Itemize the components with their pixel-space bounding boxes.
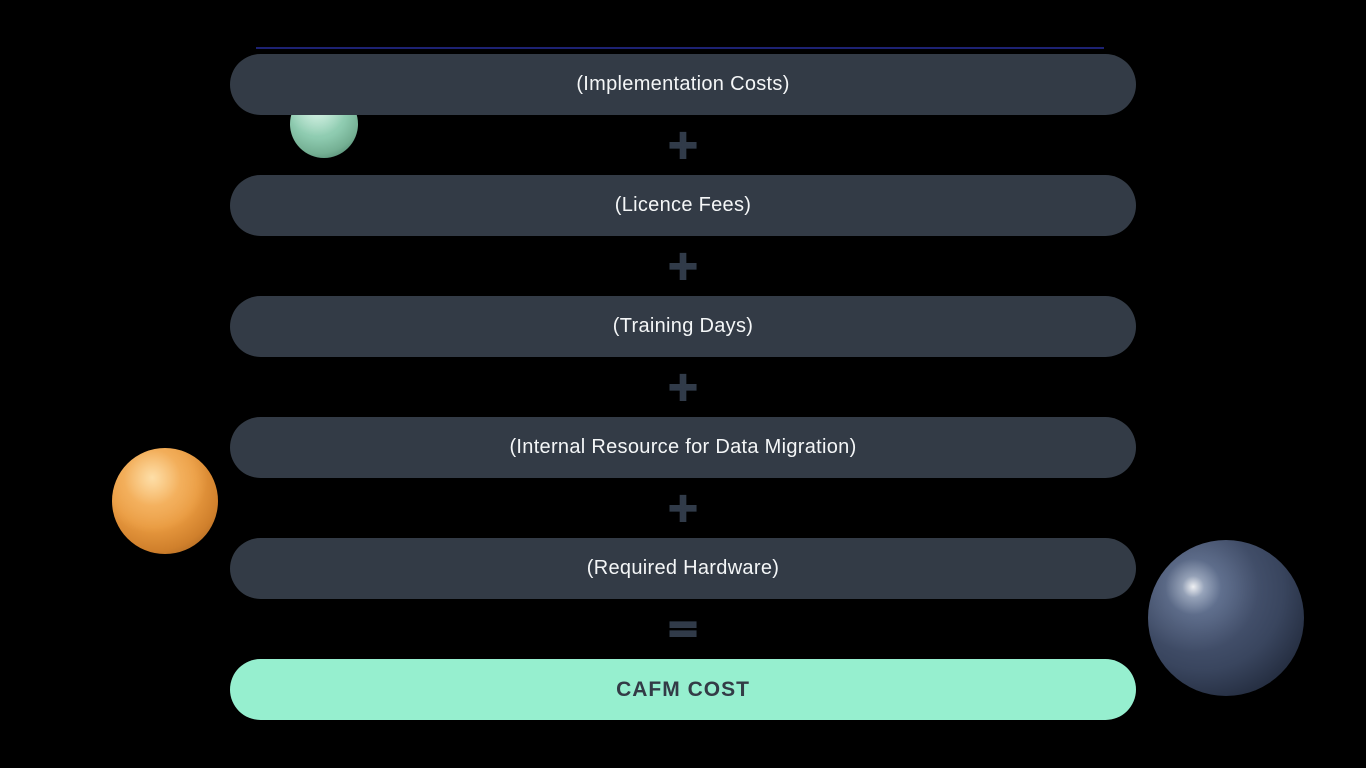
- orange-sphere-decoration: [112, 448, 218, 554]
- cost-bar-implementation-costs: (Implementation Costs): [230, 54, 1136, 115]
- cost-bar-label: (Implementation Costs): [576, 73, 790, 95]
- cost-bar-training-days: (Training Days): [230, 296, 1136, 357]
- cost-bar-label: (Internal Resource for Data Migration): [509, 436, 857, 458]
- plus-operator: +: [665, 485, 700, 531]
- operator-row: +: [230, 115, 1136, 175]
- cost-bar-label: (Training Days): [612, 315, 754, 337]
- operator-row: +: [230, 478, 1136, 538]
- equals-operator: =: [665, 606, 700, 652]
- cost-bar-label: (Required Hardware): [586, 557, 780, 579]
- cost-equation-stack: (Implementation Costs) + (Licence Fees) …: [230, 54, 1136, 720]
- plus-operator: +: [665, 122, 700, 168]
- cafm-cost-result-bar: CAFM COST: [230, 659, 1136, 720]
- cost-bar-label: (Licence Fees): [614, 194, 752, 216]
- plus-operator: +: [665, 364, 700, 410]
- plus-operator: +: [665, 243, 700, 289]
- accent-line: [256, 47, 1104, 49]
- operator-row: =: [230, 599, 1136, 659]
- cafm-cost-label: CAFM COST: [616, 677, 750, 701]
- navy-sphere-decoration: [1148, 540, 1304, 696]
- operator-row: +: [230, 236, 1136, 296]
- operator-row: +: [230, 357, 1136, 417]
- cost-bar-internal-resource-data-migration: (Internal Resource for Data Migration): [230, 417, 1136, 478]
- cost-bar-licence-fees: (Licence Fees): [230, 175, 1136, 236]
- cost-bar-required-hardware: (Required Hardware): [230, 538, 1136, 599]
